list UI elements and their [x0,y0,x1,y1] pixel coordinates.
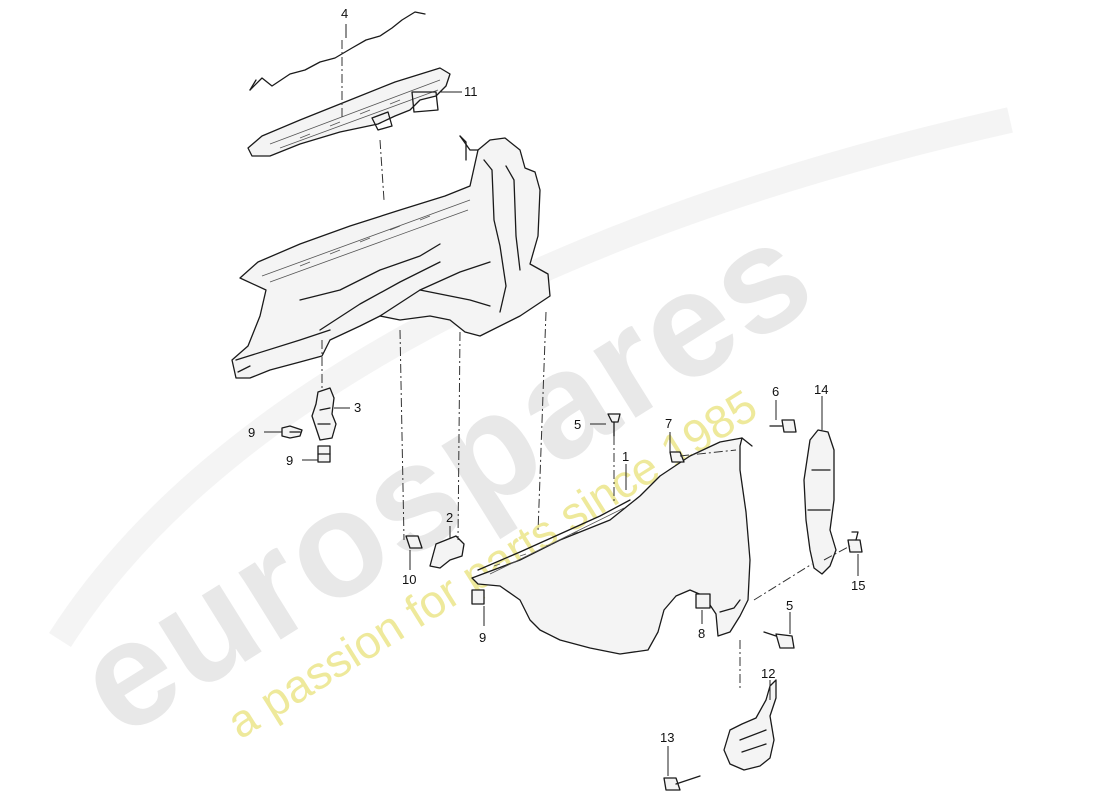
callout-5: 5 [786,598,793,613]
part-2-bracket [429,535,465,569]
part-12-mud-flap [723,679,777,771]
callout-14: 14 [814,382,828,397]
fastener-9-center [471,589,485,605]
alignment-lines [321,40,851,690]
part-1-fender [471,437,753,655]
fastener-7 [669,451,685,463]
front-body-structure [231,135,551,379]
callouts: 4 11 3 9 9 5 6 7 1 14 2 10 9 15 5 8 12 1… [248,6,865,745]
callout-4: 4 [341,6,348,21]
part-14-liner [803,429,837,575]
fastener-10 [405,535,423,549]
part-15-clip [847,531,863,553]
callout-3: 3 [354,400,361,415]
callout-11: 11 [464,84,478,99]
callout-6: 6 [772,384,779,399]
leader-lines [264,24,859,776]
fastener-8 [695,593,711,609]
fastener-5-upper [607,413,621,437]
callout-8: 8 [698,626,705,641]
callout-13: 13 [660,730,674,745]
part-4-cover-strip [249,11,426,91]
callout-9: 9 [286,453,293,468]
fastener-13 [663,775,701,791]
callout-1: 1 [622,449,629,464]
callout-15: 15 [851,578,865,593]
part-11-upper-member [247,67,451,157]
part-3-bracket [311,387,337,441]
callout-5: 5 [574,417,581,432]
fastener-9-lower [317,445,331,463]
callout-2: 2 [446,510,453,525]
callout-12: 12 [761,666,775,681]
fastener-9-upper [281,425,303,439]
callout-10: 10 [402,572,416,587]
fastener-6 [769,419,797,433]
callout-9: 9 [248,425,255,440]
callout-7: 7 [665,416,672,431]
fastener-5-lower [763,631,795,649]
callout-9: 9 [479,630,486,645]
